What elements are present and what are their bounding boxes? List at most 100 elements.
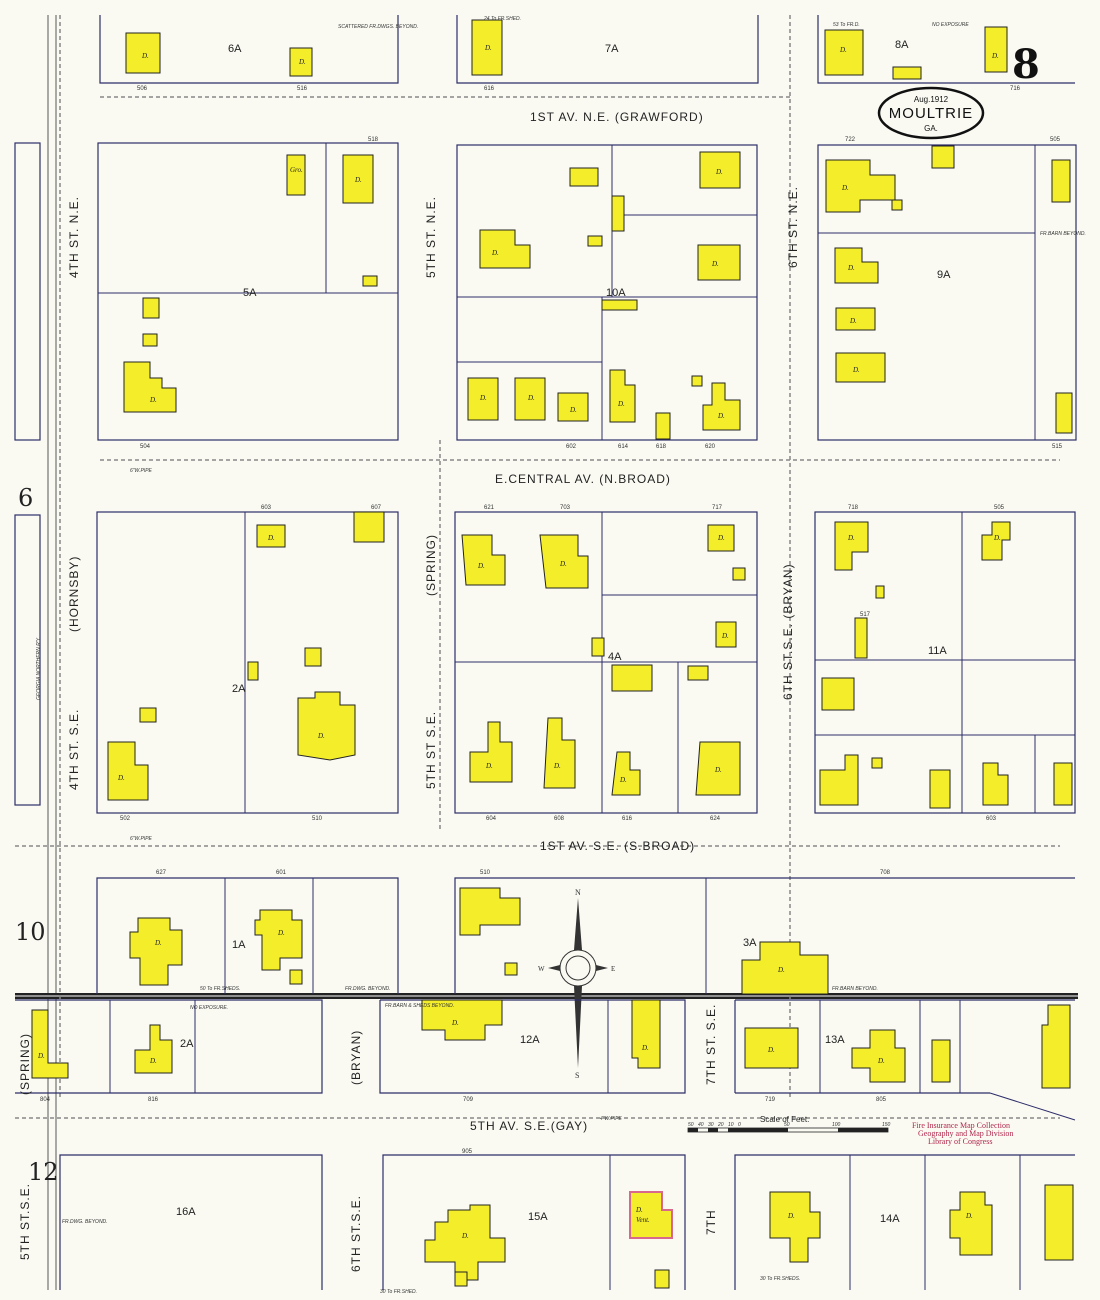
svg-text:D.: D. [37,1052,45,1060]
svg-text:616: 616 [484,86,495,92]
svg-text:50: 50 [784,1122,790,1128]
svg-text:D.: D. [559,560,567,568]
street-6th-se-lower: 6TH ST.S.E. [349,1195,363,1272]
svg-text:D.: D. [711,260,719,268]
svg-text:D.: D. [619,776,627,784]
svg-text:D.: D. [484,44,492,52]
svg-text:816: 816 [148,1097,159,1103]
svg-text:D.: D. [717,412,725,420]
scale-bar: Scale of Feet. 50 40 30 20 10 0 50 100 1… [687,1115,891,1133]
svg-text:516: 516 [297,86,308,92]
avenue-1st-se: 1ST AV. S.E. (S.BROAD) [540,839,695,853]
block-number-5A: 5A [243,287,257,299]
svg-text:603: 603 [261,505,272,511]
block-number-11A: 11A [928,645,947,657]
water-pipes [15,15,1060,1119]
svg-text:D.: D. [491,249,499,257]
svg-text:30: 30 [708,1122,714,1128]
scattered-note: SCATTERED FR.DWGS. BEYOND. [338,24,418,30]
svg-text:30 To FR.SHED.: 30 To FR.SHED. [380,1289,417,1295]
svg-text:NO EXPOSURE: NO EXPOSURE [932,22,969,28]
svg-text:D.: D. [787,1212,795,1220]
svg-text:D.: D. [149,1057,157,1065]
svg-text:D.: D. [635,1206,643,1214]
stamp-date: Aug.1912 [914,95,949,104]
svg-text:E: E [611,965,615,973]
block-13A: D. D. 13A 719 805 [734,999,1076,1121]
svg-text:D.: D. [777,966,785,974]
svg-text:614: 614 [618,444,629,450]
no-exposure-rail: NO EXPOSURE. [190,1005,228,1011]
svg-text:D.: D. [461,1232,469,1240]
street-hornsby: (HORNSBY) [67,556,81,632]
street-spring-lower: (SPRING) [18,1033,32,1095]
svg-text:D.: D. [298,58,306,66]
svg-text:505: 505 [994,505,1005,511]
svg-text:708: 708 [880,870,891,876]
svg-text:FR.BARN & SHEDS BEYOND.: FR.BARN & SHEDS BEYOND. [385,1003,454,1009]
block-5A: Gro. D. 5A D. 518 504 [97,137,399,450]
block-number-10A: 10A [606,287,626,299]
svg-text:D.: D. [847,534,855,542]
svg-text:D.: D. [569,406,577,414]
block-2A-upper: D. D. 2A D. 603 607 502 510 [96,505,399,822]
avenue-5th-se: 5TH AV. S.E.(GAY) [470,1119,588,1133]
svg-text:D.: D. [117,774,125,782]
svg-text:D.: D. [451,1019,459,1027]
block-4A: D. D. D. D. 4A D. D. D. D. 621 703 717 6… [454,505,758,822]
svg-text:D.: D. [617,400,625,408]
svg-text:D.: D. [479,394,487,402]
svg-text:D.: D. [485,762,493,770]
block-number-1A: 1A [232,939,246,951]
block-12A: D. D. 12A FR.BARN & SHEDS BEYOND. 709 [379,999,686,1103]
compass-rose: N W E S [538,888,615,1080]
left-partial-block-2 [14,514,41,806]
svg-text:D.: D. [852,366,860,374]
block-number-14A: 14A [880,1213,900,1225]
svg-text:506: 506 [137,86,148,92]
svg-text:D.: D. [641,1044,649,1052]
svg-text:804: 804 [40,1097,51,1103]
adjoining-sheet-10: 10 [15,918,46,946]
svg-text:D.: D. [841,184,849,192]
block-11A: D. D. 11A 718 505 517 603 [814,505,1076,822]
block-7A: D. 7A 24 To FR.SHED. 616 [456,15,759,92]
vent-label: Vent. [636,1216,650,1224]
street-bryan-lower: (BRYAN) [349,1030,363,1085]
block-9A: D. FR.BARN BEYOND. D. 9A D. D. 722 505 5… [817,137,1086,450]
avenue-e-central: E.CENTRAL AV. (N.BROAD) [495,472,671,486]
svg-text:502: 502 [120,816,131,822]
block-number-3A: 3A [743,937,757,949]
svg-text:510: 510 [312,816,323,822]
svg-text:627: 627 [156,870,167,876]
svg-text:504: 504 [140,444,151,450]
svg-text:D.: D. [354,176,362,184]
svg-text:FR.DWG. BEYOND.: FR.DWG. BEYOND. [345,986,391,992]
stamp-city: MOULTRIE [889,105,973,122]
block-3A: D. 3A FR.BARN BEYOND. 510 708 [454,870,1075,995]
svg-text:607: 607 [371,505,382,511]
street-5th-ne: 5TH ST. N.E. [424,196,438,278]
svg-text:D.: D. [277,929,285,937]
svg-text:719: 719 [765,1097,776,1103]
svg-text:510: 510 [480,870,491,876]
svg-text:D.: D. [715,168,723,176]
block-number-8A: 8A [895,39,909,51]
svg-text:D.: D. [714,766,722,774]
svg-text:621: 621 [484,505,495,511]
svg-text:D.: D. [267,534,275,542]
svg-text:D.: D. [149,396,157,404]
street-5th-se: 5TH ST S.E. [424,711,438,789]
svg-text:709: 709 [463,1097,474,1103]
block-2A-lower: D. D. 2A 804 816 [15,999,323,1103]
svg-text:Geography and Map Division: Geography and Map Division [918,1129,1013,1138]
svg-text:616: 616 [622,816,633,822]
svg-text:D.: D. [317,732,325,740]
railroad-main [15,993,1078,999]
svg-text:40: 40 [698,1122,704,1128]
svg-text:FR.BARN BEYOND.: FR.BARN BEYOND. [832,986,878,992]
svg-text:FR.DWG. BEYOND.: FR.DWG. BEYOND. [62,1219,108,1225]
svg-text:604: 604 [486,816,497,822]
